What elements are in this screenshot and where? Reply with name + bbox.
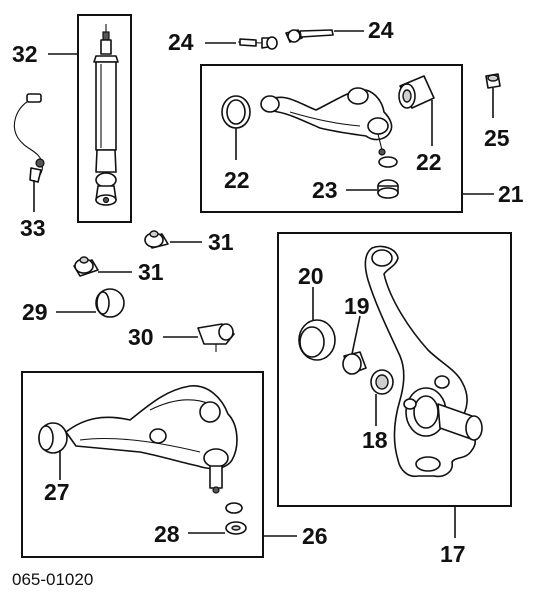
callout-31-lower: 31	[138, 259, 164, 285]
knuckle-bearing-and-seals	[298, 319, 394, 395]
callout-33: 33	[20, 215, 46, 241]
callout-20: 20	[298, 263, 324, 289]
stabilizer-bushing-upper	[144, 230, 169, 249]
lower-ball-joint-small	[197, 323, 235, 352]
callout-32: 32	[12, 41, 38, 67]
callout-28: 28	[154, 521, 180, 547]
callout-27: 27	[44, 479, 70, 505]
upper-control-arm	[260, 87, 393, 156]
knuckle-box	[277, 232, 512, 507]
camber-bolt	[237, 36, 278, 50]
callout-26: 26	[302, 523, 328, 549]
callout-24-right: 24	[368, 17, 394, 43]
callout-18: 18	[362, 427, 388, 453]
upper-ball-joint-seals	[377, 156, 399, 199]
callout-21: 21	[498, 181, 524, 207]
callout-30: 30	[128, 324, 154, 350]
upper-arm-bushings	[221, 75, 435, 129]
shock-absorber-box	[77, 14, 132, 223]
leader-lines	[33, 30, 494, 538]
callout-24-left: 24	[168, 29, 194, 55]
shock-absorber	[93, 24, 119, 206]
callout-23: 23	[312, 177, 338, 203]
lower-control-arm	[38, 385, 238, 494]
adjusting-bolt	[285, 29, 334, 43]
callout-22-right: 22	[416, 149, 442, 175]
callout-25: 25	[484, 125, 510, 151]
bump-stopper	[485, 73, 501, 89]
strut-bar-bushing	[95, 288, 125, 318]
callout-22-left: 22	[224, 167, 250, 193]
callout-31-upper: 31	[208, 229, 234, 255]
lower-arm-box	[21, 371, 264, 558]
lower-ball-joint-seals	[225, 502, 247, 535]
callout-19: 19	[344, 293, 370, 319]
stabilizer-bushing-lower	[73, 256, 99, 277]
diagram-code: 065-01020	[12, 570, 93, 589]
upper-arm-box	[200, 64, 463, 213]
callout-29: 29	[22, 299, 48, 325]
callout-17: 17	[440, 541, 466, 567]
abs-sensor-cable	[13, 93, 45, 183]
steering-knuckle	[364, 245, 483, 478]
